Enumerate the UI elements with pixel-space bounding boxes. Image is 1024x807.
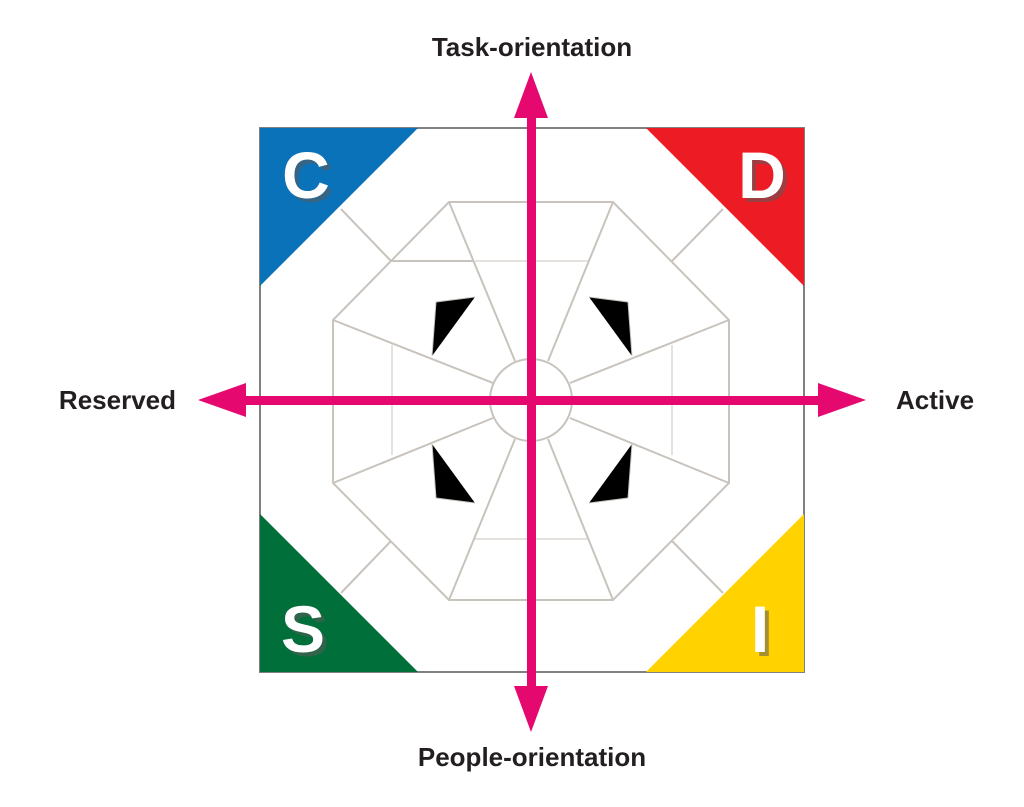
- axis-label-bottom: People-orientation: [418, 742, 646, 772]
- quadrant-c-letter: C: [282, 138, 330, 212]
- spoke: [448, 201, 516, 362]
- arrow-left-icon: [198, 383, 246, 417]
- quadrant-i-triangle: [646, 514, 804, 672]
- quadrant-s-letter: S: [281, 592, 325, 666]
- axis-arrows: [198, 72, 866, 732]
- inner-ring-tr: [588, 296, 633, 357]
- arrow-right-icon: [818, 383, 866, 417]
- spoke: [332, 417, 494, 484]
- arrow-up-icon: [514, 72, 548, 118]
- spoke: [547, 438, 614, 601]
- inner-ring-br: [588, 443, 633, 504]
- quadrant-d-triangle: [646, 128, 804, 286]
- quadrant-i-letter: I: [751, 592, 769, 666]
- spoke: [332, 319, 494, 384]
- quadrant-s-triangle: [260, 514, 418, 672]
- spoke: [448, 438, 516, 601]
- quadrant-i-letter-shadow: I: [755, 596, 773, 670]
- axis-label-left: Reserved: [59, 385, 176, 415]
- web-connector-tr: [671, 208, 724, 262]
- axis-label-top: Task-orientation: [432, 32, 632, 62]
- quadrant-c-letter-shadow: C: [286, 142, 334, 216]
- quadrant-c-triangle: [260, 128, 418, 286]
- web-connector-br: [671, 540, 724, 594]
- axis-label-right: Active: [896, 385, 974, 415]
- spoke: [569, 319, 730, 384]
- arrow-down-icon: [514, 686, 548, 732]
- web-connector-bl: [340, 540, 392, 594]
- spoke: [547, 201, 614, 362]
- quadrant-d-letter: D: [738, 138, 786, 212]
- inner-ring-bl: [431, 443, 476, 504]
- vertical-axis-line: [527, 116, 536, 694]
- spoke: [569, 417, 730, 484]
- quadrant-d-letter-shadow: D: [742, 142, 790, 216]
- web-connector-tl: [340, 208, 392, 262]
- inner-ring-tl: [431, 296, 476, 357]
- quadrant-s-letter-shadow: S: [285, 596, 329, 670]
